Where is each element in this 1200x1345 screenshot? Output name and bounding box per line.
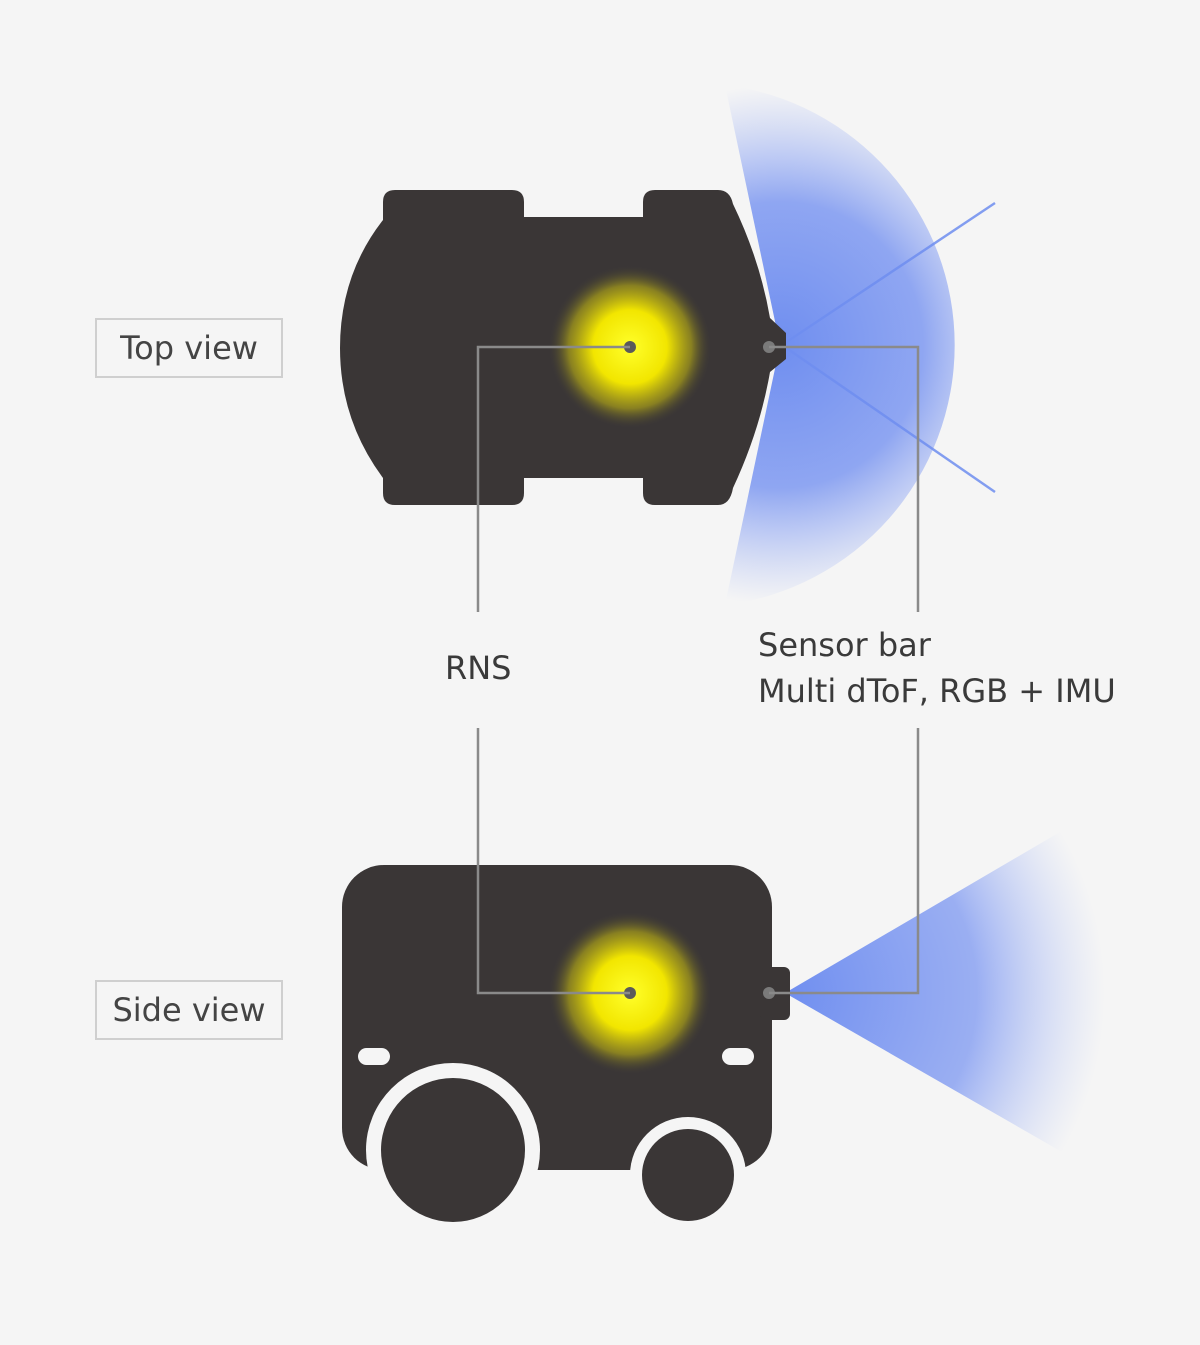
rns-leader-side: [476, 728, 630, 995]
rns-callout-label: RNS: [445, 649, 512, 687]
top-view-fov-ray-lower: [781, 343, 996, 494]
sensor-bar-detail: Multi dToF, RGB + IMU: [758, 672, 1116, 710]
leader-lines: [476, 345, 920, 995]
side-view-light-right: [722, 1048, 754, 1065]
side-view-group: [342, 832, 1108, 1237]
side-view-sensor-fov: [785, 832, 1108, 1152]
side-view-label: Side view: [95, 980, 283, 1040]
top-view-fov-ray-upper: [781, 201, 996, 347]
side-view-front-wheel: [642, 1129, 734, 1221]
sensor-leader-top: [769, 345, 920, 612]
top-view-group: [340, 85, 996, 605]
rns-leader-top: [476, 345, 630, 612]
sensor-bar-callout: Sensor bar Multi dToF, RGB + IMU: [758, 622, 1116, 714]
top-view-label: Top view: [95, 318, 283, 378]
sensor-leader-side: [769, 728, 920, 995]
side-view-light-left: [358, 1048, 390, 1065]
sensor-bar-title: Sensor bar: [758, 626, 931, 664]
side-view-rear-wheel: [381, 1078, 525, 1222]
top-view-sensor-fov: [725, 85, 955, 605]
